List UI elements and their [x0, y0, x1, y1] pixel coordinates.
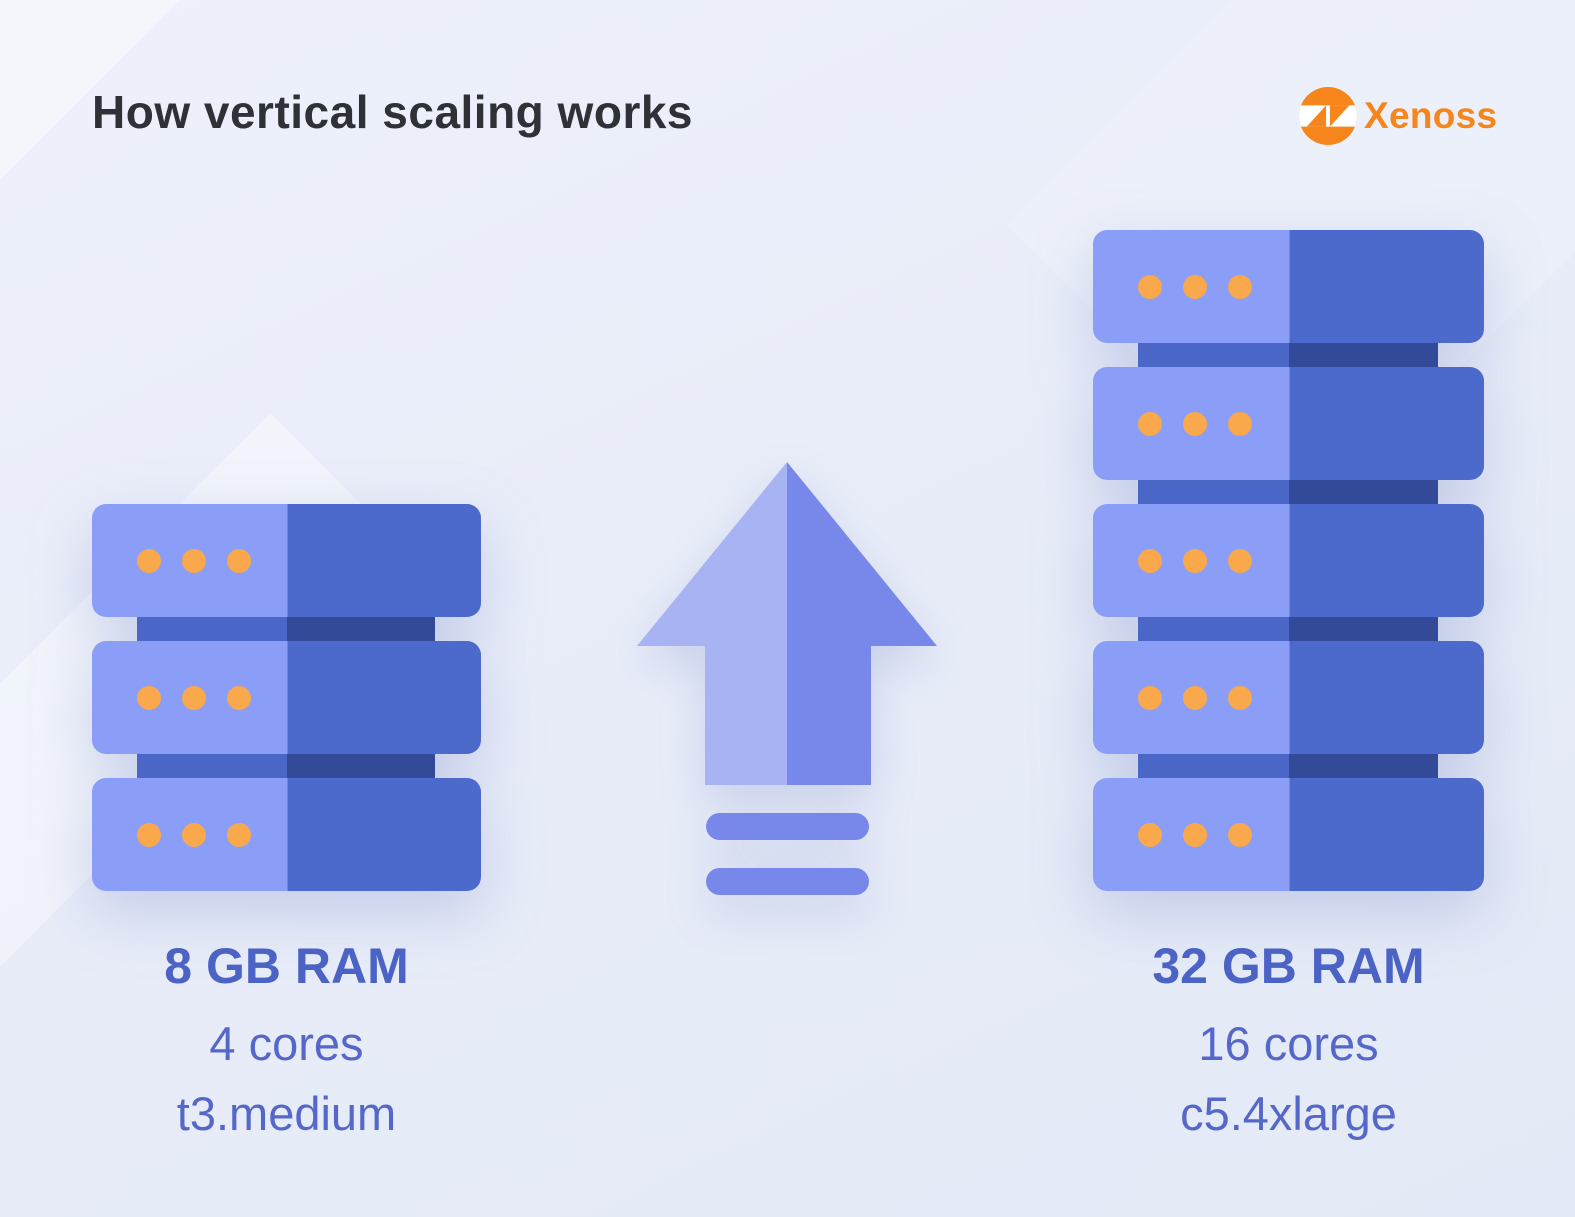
server-connector [1138, 480, 1438, 504]
server-connector [1138, 754, 1438, 778]
server-unit [1093, 230, 1484, 343]
led-dot-icon [1138, 685, 1162, 710]
led-dot-icon [1138, 548, 1162, 573]
specs-after: 32 GB RAM 16 cores c5.4xlarge [1093, 936, 1484, 1156]
led-dot-icon [137, 685, 161, 710]
xenoss-shutter-n-icon [1299, 87, 1357, 145]
server-connector [1138, 617, 1438, 641]
led-dot-icon [1228, 411, 1252, 436]
led-dots [137, 548, 251, 573]
ram-label-before: 8 GB RAM [164, 938, 409, 994]
server-unit [92, 778, 481, 891]
led-dot-icon [1228, 685, 1252, 710]
server-unit [92, 504, 481, 617]
server-unit [1093, 367, 1484, 480]
instance-label-before: t3.medium [176, 1087, 397, 1140]
up-arrow-icon [637, 462, 937, 895]
led-dots [137, 822, 251, 847]
led-dot-icon [1183, 685, 1207, 710]
led-dot-icon [227, 685, 251, 710]
server-connector [1138, 343, 1438, 367]
instance-label-after: c5.4xlarge [1180, 1087, 1397, 1140]
led-dots [1138, 822, 1252, 847]
server-connector [137, 617, 435, 641]
led-dot-icon [1183, 274, 1207, 299]
cores-label-after: 16 cores [1198, 1017, 1379, 1070]
xenoss-logo: Xenoss [1299, 86, 1497, 146]
led-dot-icon [1138, 822, 1162, 847]
server-unit [1093, 504, 1484, 617]
server-unit [92, 641, 481, 754]
led-dot-icon [1228, 822, 1252, 847]
led-dots [1138, 274, 1252, 299]
specs-before: 8 GB RAM 4 cores t3.medium [92, 936, 481, 1156]
server-stack-after [1093, 230, 1484, 891]
led-dot-icon [182, 685, 206, 710]
led-dot-icon [1138, 274, 1162, 299]
page-title: How vertical scaling works [92, 86, 694, 138]
server-connector [137, 754, 435, 778]
led-dot-icon [1138, 411, 1162, 436]
led-dot-icon [1183, 548, 1207, 573]
led-dots [137, 685, 251, 710]
led-dot-icon [182, 548, 206, 573]
cores-label-before: 4 cores [209, 1017, 364, 1070]
led-dot-icon [1183, 411, 1207, 436]
server-stack-before [92, 504, 481, 891]
led-dot-icon [1228, 274, 1252, 299]
led-dot-icon [227, 822, 251, 847]
led-dot-icon [1228, 548, 1252, 573]
led-dot-icon [227, 548, 251, 573]
led-dot-icon [137, 822, 161, 847]
led-dots [1138, 548, 1252, 573]
led-dot-icon [1183, 822, 1207, 847]
ram-label-after: 32 GB RAM [1152, 938, 1425, 994]
led-dots [1138, 685, 1252, 710]
led-dots [1138, 411, 1252, 436]
server-unit [1093, 778, 1484, 891]
server-unit [1093, 641, 1484, 754]
led-dot-icon [182, 822, 206, 847]
led-dot-icon [137, 548, 161, 573]
xenoss-logo-text: Xenoss [1364, 95, 1498, 136]
